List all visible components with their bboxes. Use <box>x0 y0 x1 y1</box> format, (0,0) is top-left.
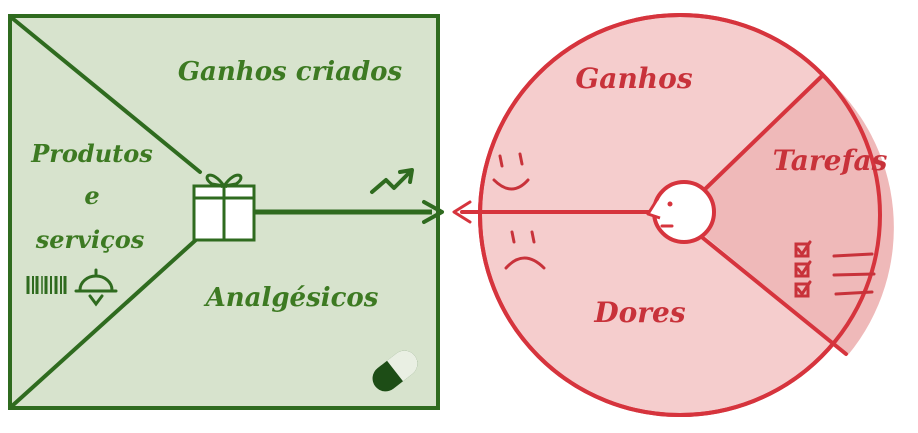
face-profile-icon <box>646 180 716 244</box>
smiley-happy-icon <box>492 152 530 191</box>
pains-label: Dores <box>593 296 686 329</box>
jobs-segment <box>680 74 894 355</box>
products-label-line3: serviços <box>35 225 145 254</box>
value-map: Ganhos criados Produtos e serviços Analg… <box>8 14 444 410</box>
divider-left-arrowhead <box>452 200 472 224</box>
smiley-sad-icon <box>504 230 546 270</box>
gains-label: Ganhos <box>575 62 692 95</box>
connector-arrowhead <box>422 200 444 224</box>
gift-icon <box>192 173 256 242</box>
jobs-label: Tarefas <box>773 144 888 177</box>
gains-creators-label: Ganhos criados <box>178 57 403 87</box>
divider-bottom <box>696 232 848 356</box>
service-bell-icon <box>74 268 118 307</box>
products-label-line2: e <box>84 181 99 210</box>
value-map-diagonal-bottom <box>10 236 200 408</box>
pill-icon <box>372 350 418 392</box>
customer-profile: Ganhos Tarefas Dores <box>452 13 894 417</box>
trend-up-icon <box>370 168 414 194</box>
products-label-line1: Produtos <box>30 139 153 168</box>
checklist-icon <box>794 240 876 298</box>
pain-relievers-label: Analgésicos <box>203 283 379 313</box>
value-map-diagonal-top <box>10 16 202 174</box>
barcode-icon <box>26 276 67 294</box>
divider-top <box>698 74 824 196</box>
